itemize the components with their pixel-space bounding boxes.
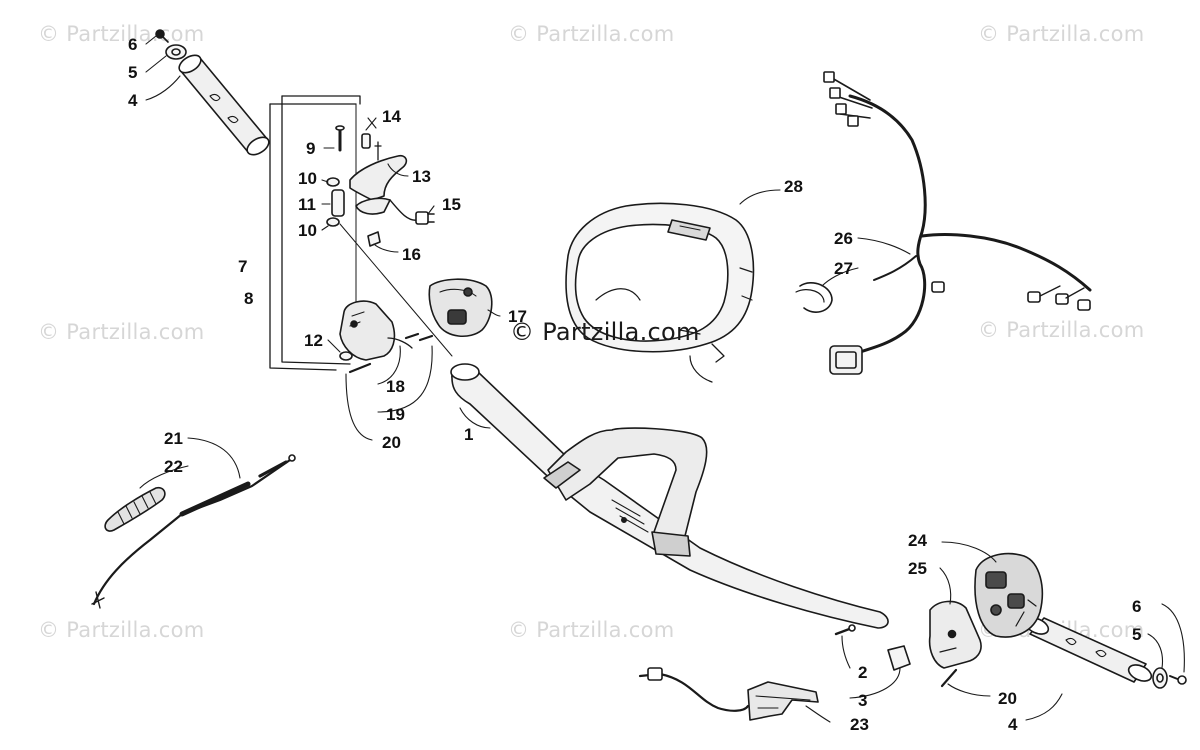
handlebar[interactable] (450, 363, 889, 629)
callout-5-right: 5 (1132, 625, 1142, 644)
callout-28: 28 (784, 177, 803, 196)
throttle-housing-washer[interactable] (339, 351, 353, 361)
callout-9: 9 (306, 139, 316, 158)
harness-cable-clamp[interactable] (795, 282, 833, 313)
watermark-mid-right: © Partzilla.com (978, 318, 1145, 342)
callout-3: 3 (858, 691, 868, 710)
callout-2: 2 (858, 663, 868, 682)
throttle-lever[interactable] (349, 154, 408, 215)
handlebar-storage-bag[interactable] (565, 202, 755, 383)
callout-23: 23 (850, 715, 869, 734)
left-grip-end-screw[interactable] (155, 29, 169, 43)
callout-11: 11 (298, 195, 316, 214)
right-control-switch[interactable] (974, 552, 1044, 638)
brake-cable[interactable] (91, 454, 296, 609)
watermark-overlay-center: © Partzilla.com (510, 318, 700, 346)
group-bracket-8 (269, 103, 337, 371)
callout-26: 26 (834, 229, 853, 248)
throttle-bushing-upper[interactable] (326, 177, 340, 187)
watermark-bottom-left: © Partzilla.com (38, 618, 205, 642)
throttle-sensor-switch[interactable] (389, 199, 435, 225)
wiring-harness[interactable] (823, 71, 1092, 375)
leader-lines (139, 35, 1185, 723)
throttle-pivot-bolt[interactable] (335, 125, 345, 152)
callout-12: 12 (304, 331, 323, 350)
callout-13: 13 (412, 167, 431, 186)
callout-6-right: 6 (1132, 597, 1142, 616)
callout-5-left: 5 (128, 63, 138, 82)
callout-25: 25 (908, 559, 927, 578)
callout-22: 22 (164, 457, 183, 476)
watermark-mid-left: © Partzilla.com (38, 320, 205, 344)
right-switch-mount-screw[interactable] (940, 668, 958, 688)
callout-4-right: 4 (1008, 715, 1018, 734)
callout-15: 15 (442, 195, 461, 214)
callout-6-left: 6 (128, 35, 138, 54)
throttle-cable-screw[interactable] (418, 334, 434, 342)
callout-17: 17 (508, 307, 527, 326)
watermark-top-left: © Partzilla.com (38, 22, 205, 46)
left-handlebar-grip[interactable] (176, 52, 272, 159)
watermark-bottom-center: © Partzilla.com (508, 618, 675, 642)
callout-14: 14 (382, 107, 401, 126)
callout-4-left: 4 (128, 91, 138, 110)
callout-10-upper: 10 (298, 169, 317, 188)
watermark-top-right: © Partzilla.com (978, 22, 1145, 46)
throttle-clip[interactable] (367, 231, 381, 247)
right-grip-end-washer[interactable] (1152, 667, 1168, 689)
callout-18: 18 (386, 377, 405, 396)
callout-1: 1 (464, 425, 474, 444)
callout-7: 7 (238, 257, 248, 276)
callout-10-lower: 10 (298, 221, 317, 240)
watermark-top-center: © Partzilla.com (508, 22, 675, 46)
left-control-switch[interactable] (428, 278, 493, 337)
callout-20-right: 20 (998, 689, 1017, 708)
callout-8: 8 (244, 289, 254, 308)
callout-16: 16 (402, 245, 421, 264)
throttle-magnet-holder[interactable] (361, 133, 382, 161)
right-switch-mount-bracket[interactable] (928, 600, 982, 669)
throttle-bushing-lower[interactable] (326, 217, 340, 227)
throttle-housing[interactable] (339, 300, 413, 361)
right-grip-end-screw[interactable] (1169, 675, 1187, 685)
handwarmer-element[interactable] (638, 667, 819, 721)
left-grip-end-washer[interactable] (165, 44, 187, 60)
throttle-adjust-screw[interactable] (404, 332, 420, 340)
handlebar-end-screw[interactable] (834, 624, 856, 636)
left-switch-mount-screw[interactable] (348, 362, 372, 374)
handlebar-end-plug[interactable] (887, 645, 911, 671)
group-bracket-7 (281, 95, 351, 365)
callout-24: 24 (908, 531, 927, 550)
throttle-spacer[interactable] (331, 189, 345, 217)
callout-21: 21 (164, 429, 183, 448)
callout-19: 19 (386, 405, 405, 424)
callout-20-left: 20 (382, 433, 401, 452)
callout-27: 27 (834, 259, 853, 278)
brake-cable-boot[interactable] (104, 486, 166, 532)
